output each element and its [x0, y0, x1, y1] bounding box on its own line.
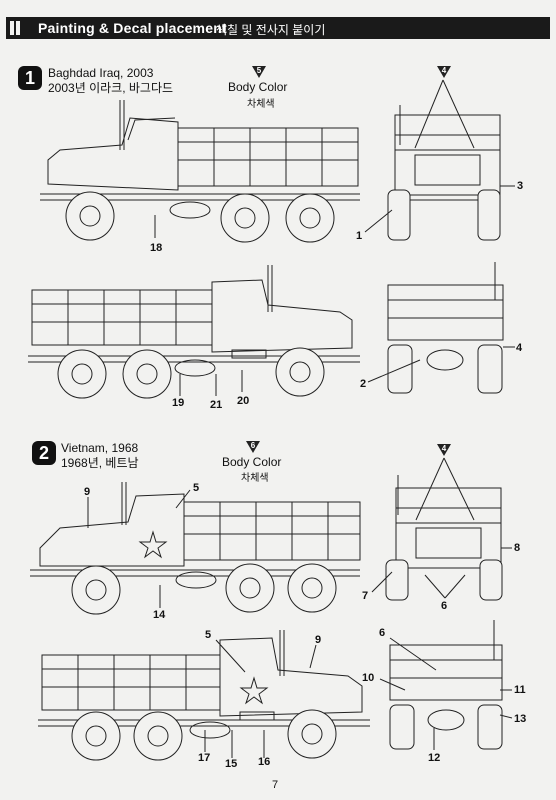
callout-label: 11: [514, 684, 526, 696]
callout-label: 3: [517, 180, 524, 192]
callout-label: 17: [198, 752, 211, 764]
callout-label: 7: [362, 590, 369, 602]
callout-label: 9: [84, 486, 91, 498]
page-number: 7: [272, 779, 279, 791]
truck-front-view-2: [372, 458, 512, 600]
section-1-title-kr: 2003년 이라크, 바그다드: [48, 81, 174, 95]
header-stripes-icon: [10, 21, 24, 35]
section-2-title-kr: 1968년, 베트남: [61, 456, 139, 470]
callout-label: 5: [205, 629, 212, 641]
paint-number: 5: [256, 66, 262, 75]
section-1-title-en: Baghdad Iraq, 2003: [48, 66, 154, 80]
header-subtitle: 색칠 및 전사지 붙이기: [216, 23, 326, 37]
callout-label: 16: [258, 756, 271, 768]
callout-label: 2: [360, 378, 367, 390]
truck-side-view-right-1: [28, 265, 360, 398]
paint-triangle-icon: [252, 66, 266, 78]
section-2-title-en: Vietnam, 1968: [61, 441, 139, 455]
paint-number: 4: [441, 444, 447, 453]
body-color-label: Body Color: [222, 455, 282, 469]
callout-label: 15: [225, 758, 238, 770]
callout-label: 14: [153, 609, 166, 621]
callout-label: 5: [193, 482, 200, 494]
callout-label: 4: [516, 342, 523, 354]
section-2-badge: 2: [32, 441, 56, 465]
truck-rear-view-1: [368, 262, 515, 393]
paint-triangle-icon: [246, 441, 260, 453]
header-title: Painting & Decal placement: [38, 20, 227, 36]
callout-label: 20: [237, 395, 250, 407]
truck-side-view-left-1: [40, 100, 360, 242]
paint-number: 4: [441, 66, 447, 75]
truck-side-view-right-2: [38, 630, 370, 760]
header-bar: [6, 17, 550, 39]
paint-triangle-icon: [437, 66, 451, 78]
body-color-label-kr: 차체색: [247, 99, 275, 110]
callout-label: 1: [356, 230, 363, 242]
callout-label: 12: [428, 752, 441, 764]
callout-label: 8: [514, 542, 521, 554]
callout-label: 10: [362, 672, 375, 684]
callout-label: 21: [210, 399, 223, 411]
body-color-label-kr: 차체색: [241, 473, 269, 484]
paint-number: 6: [250, 441, 256, 450]
truck-side-view-left-2: [30, 482, 360, 614]
paint-triangle-icon: [437, 444, 451, 456]
callout-label: 6: [379, 627, 386, 639]
section-1-badge: 1: [18, 66, 42, 90]
section-1-title: Baghdad Iraq, 2003 2003년 이라크, 바그다드: [48, 66, 173, 96]
truck-front-view-1: [365, 80, 515, 240]
truck-rear-view-2: [380, 620, 512, 750]
callout-label: 18: [150, 242, 163, 254]
section-2-title: Vietnam, 1968 1968년, 베트남: [61, 441, 139, 471]
callout-label: 13: [514, 713, 527, 725]
body-color-label: Body Color: [228, 80, 288, 94]
callout-label: 19: [172, 397, 185, 409]
callout-label: 9: [315, 634, 322, 646]
callout-label: 6: [441, 600, 448, 612]
